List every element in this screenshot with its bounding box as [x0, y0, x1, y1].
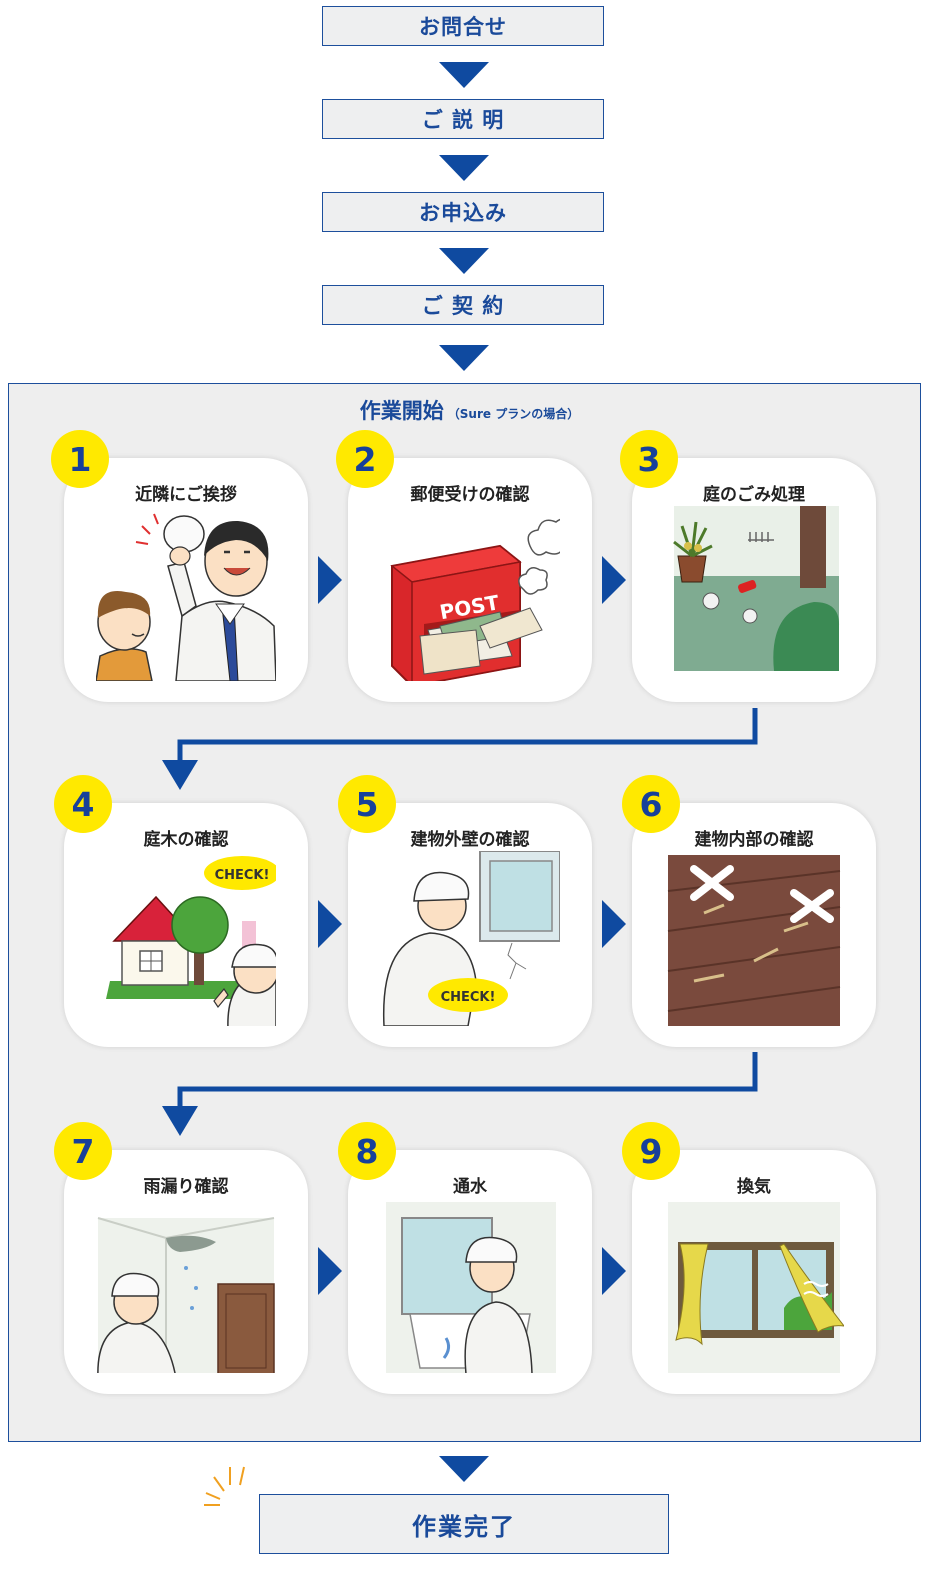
garden-tree-illustration: CHECK! — [106, 856, 276, 1026]
step-application: お申込み — [322, 192, 604, 232]
task-card-7: 雨漏り確認 — [64, 1150, 308, 1394]
task-title: 庭木の確認 — [143, 830, 229, 850]
step-number-badge: 7 — [54, 1122, 112, 1180]
step-completion: 作業完了 — [259, 1494, 669, 1554]
task-title: 通水 — [453, 1177, 487, 1197]
arrow-right-icon — [602, 556, 626, 604]
mailbox-illustration: POST — [390, 518, 560, 681]
task-title: 建物内部の確認 — [694, 830, 814, 850]
step-contract: ご 契 約 — [322, 285, 604, 325]
greeting-illustration — [96, 513, 276, 681]
sparkle-icon — [204, 1466, 245, 1506]
work-title: 作業開始 — [359, 399, 444, 423]
task-card-1: 近隣にご挨拶 — [64, 458, 308, 702]
work-section-title: 作業開始（Sure プランの場合） — [0, 395, 939, 425]
arrow-right-icon — [318, 900, 342, 948]
task-card-3: 庭のごみ処理 — [632, 458, 876, 702]
step-number-badge: 1 — [51, 430, 109, 488]
work-subtitle: （Sure プランの場合） — [447, 407, 580, 421]
task-card-4: 庭木の確認 CHECK! — [64, 803, 308, 1047]
interior-floor-illustration — [667, 855, 841, 1026]
arrow-down-icon — [439, 345, 489, 371]
arrow-right-icon — [318, 556, 342, 604]
task-card-2: 郵便受けの確認 POST — [348, 458, 592, 702]
arrow-right-icon — [602, 900, 626, 948]
task-card-8: 通水 — [348, 1150, 592, 1394]
ventilation-illustration — [668, 1202, 844, 1373]
step-number-badge: 8 — [338, 1122, 396, 1180]
yard-trash-illustration — [673, 506, 840, 671]
task-title: 郵便受けの確認 — [410, 485, 530, 505]
task-card-9: 換気 — [632, 1150, 876, 1394]
task-title: 近隣にご挨拶 — [135, 485, 237, 505]
arrow-right-icon — [318, 1247, 342, 1295]
task-card-6: 建物内部の確認 — [632, 803, 876, 1047]
step-number-badge: 6 — [622, 775, 680, 833]
arrow-down-icon — [439, 248, 489, 274]
step-number-badge: 2 — [336, 430, 394, 488]
roof-leak-illustration — [97, 1217, 275, 1373]
step-inquiry: お問合せ — [322, 6, 604, 46]
water-check-illustration — [386, 1202, 556, 1373]
task-title: 換気 — [737, 1177, 771, 1197]
task-title: 庭のごみ処理 — [703, 485, 805, 505]
check-label: CHECK! — [215, 868, 270, 883]
arrow-down-icon — [439, 1456, 489, 1482]
step-number-badge: 3 — [620, 430, 678, 488]
exterior-wall-illustration: CHECK! — [382, 851, 560, 1026]
step-number-badge: 4 — [54, 775, 112, 833]
arrow-down-icon — [439, 155, 489, 181]
task-title: 建物外壁の確認 — [410, 830, 530, 850]
arrow-right-icon — [602, 1247, 626, 1295]
step-number-badge: 5 — [338, 775, 396, 833]
step-number-badge: 9 — [622, 1122, 680, 1180]
check-label: CHECK! — [441, 990, 496, 1005]
arrow-down-icon — [439, 62, 489, 88]
task-title: 雨漏り確認 — [143, 1177, 229, 1197]
step-explanation: ご 説 明 — [322, 99, 604, 139]
task-card-5: 建物外壁の確認 CHECK! — [348, 803, 592, 1047]
